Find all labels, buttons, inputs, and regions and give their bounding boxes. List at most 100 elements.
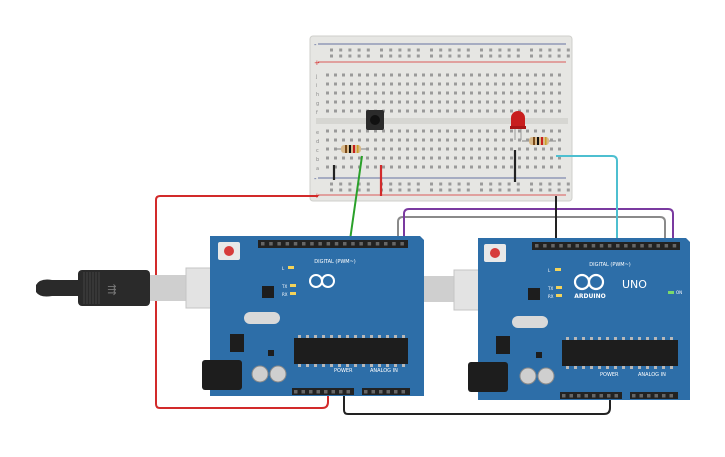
- breadboard-hole: [550, 82, 553, 86]
- chip-leg: [362, 364, 365, 367]
- breadboard-rail-hole: [530, 188, 533, 192]
- breadboard-rail-hole: [339, 54, 343, 58]
- breadboard-rail-hole: [448, 48, 452, 52]
- breadboard-hole: [414, 100, 417, 104]
- breadboard-hole: [406, 165, 409, 169]
- breadboard-hole: [518, 82, 521, 86]
- breadboard-hole: [366, 82, 369, 86]
- breadboard-hole: [342, 100, 345, 104]
- arduino-left-chip-pins: [298, 335, 405, 367]
- breadboard-hole: [406, 147, 409, 151]
- breadboard-rail-hole: [330, 188, 333, 192]
- breadboard-hole: [334, 100, 337, 104]
- breadboard-rail-hole: [398, 54, 402, 58]
- red-led[interactable]: [510, 111, 526, 140]
- breadboard-rail-hole: [439, 54, 443, 58]
- breadboard-hole: [414, 82, 417, 86]
- row-letter-c: c: [316, 148, 319, 154]
- wire-black-gnd-bottom[interactable]: [343, 388, 611, 415]
- breadboard-hole: [542, 156, 545, 160]
- breadboard-rail-hole: [330, 54, 333, 58]
- breadboard-hole: [470, 156, 473, 160]
- breadboard-hole: [390, 109, 393, 113]
- breadboard-hole: [478, 82, 481, 86]
- breadboard-hole: [502, 73, 505, 77]
- breadboard-hole: [550, 165, 553, 169]
- breadboard-hole: [438, 82, 441, 86]
- header-pin: [331, 390, 335, 394]
- breadboard-hole: [398, 91, 401, 95]
- wire-cyan-led[interactable]: [556, 155, 618, 240]
- breadboard-hole: [350, 156, 353, 160]
- header-pin: [343, 242, 347, 246]
- breadboard-hole: [430, 129, 433, 133]
- breadboard-hole: [326, 82, 329, 86]
- breadboard-hole: [446, 109, 449, 113]
- header-pin: [577, 394, 581, 398]
- breadboard-rail-hole: [530, 54, 533, 58]
- breadboard-rail-hole: [516, 182, 520, 186]
- usb-cable-left[interactable]: ⇶: [36, 267, 233, 309]
- breadboard-hole: [526, 82, 529, 86]
- breadboard-hole: [462, 138, 465, 142]
- breadboard-rail-hole: [566, 182, 570, 186]
- breadboard-hole: [478, 109, 481, 113]
- breadboard-rail-hole: [530, 48, 533, 52]
- resistor-right[interactable]: [522, 137, 556, 145]
- arduino-left-bottom-pins: [294, 390, 405, 394]
- chip-leg: [630, 337, 633, 340]
- breadboard-hole: [414, 91, 417, 95]
- chip-leg: [574, 337, 577, 340]
- wire-red-5v[interactable]: [155, 195, 329, 409]
- breadboard-hole: [518, 100, 521, 104]
- breadboard-hole: [334, 156, 337, 160]
- breadboard-hole: [382, 147, 385, 151]
- breadboard-rail-hole: [498, 48, 502, 52]
- breadboard-rail-hole: [416, 182, 420, 186]
- arduino-right-reset-button[interactable]: [490, 248, 500, 258]
- breadboard-hole: [494, 100, 497, 104]
- breadboard-hole: [390, 73, 393, 77]
- arduino-left[interactable]: DIGITAL (PWM~) L TX RX POWER ANALOG IN: [202, 236, 424, 396]
- breadboard-hole: [374, 156, 377, 160]
- breadboard-rail-hole: [398, 182, 402, 186]
- breadboard-hole: [406, 82, 409, 86]
- wire-gray-serial[interactable]: [397, 216, 666, 240]
- breadboard-hole: [518, 156, 521, 160]
- header-pin: [614, 394, 618, 398]
- breadboard-hole: [382, 138, 385, 142]
- breadboard-rail-hole: [330, 182, 333, 186]
- usb-cable-left-strain: [36, 279, 80, 297]
- breadboard-hole: [558, 91, 561, 95]
- breadboard-hole: [438, 109, 441, 113]
- breadboard-rail-hole: [557, 48, 561, 52]
- resistor-left[interactable]: [334, 145, 368, 153]
- breadboard-hole: [454, 109, 457, 113]
- breadboard-hole: [486, 165, 489, 169]
- breadboard[interactable]: - + - + j i h g f e d c b a: [309, 35, 573, 202]
- breadboard-hole: [478, 129, 481, 133]
- breadboard-hole: [414, 138, 417, 142]
- breadboard-rail-hole: [357, 54, 361, 58]
- pushbutton[interactable]: [366, 110, 384, 130]
- header-pin: [607, 394, 611, 398]
- wire-green-signal[interactable]: [349, 155, 363, 241]
- arduino-left-reset-button[interactable]: [224, 246, 234, 256]
- arduino-right[interactable]: DIGITAL (PWM~) L TX RX ARDUINO UNO ON PO…: [468, 238, 690, 400]
- breadboard-hole: [374, 138, 377, 142]
- breadboard-rail-hole: [466, 182, 470, 186]
- wire-purple-serial[interactable]: [403, 208, 674, 240]
- breadboard-hole: [430, 73, 433, 77]
- breadboard-hole: [438, 129, 441, 133]
- breadboard-hole: [334, 82, 337, 86]
- breadboard-hole: [422, 91, 425, 95]
- breadboard-rail-hole: [489, 188, 493, 192]
- breadboard-rail-hole: [466, 48, 470, 52]
- chip-leg: [598, 366, 601, 369]
- breadboard-hole: [494, 156, 497, 160]
- breadboard-hole: [550, 129, 553, 133]
- breadboard-rail-hole: [380, 48, 383, 52]
- breadboard-hole: [454, 100, 457, 104]
- breadboard-hole: [462, 82, 465, 86]
- header-pin: [277, 242, 281, 246]
